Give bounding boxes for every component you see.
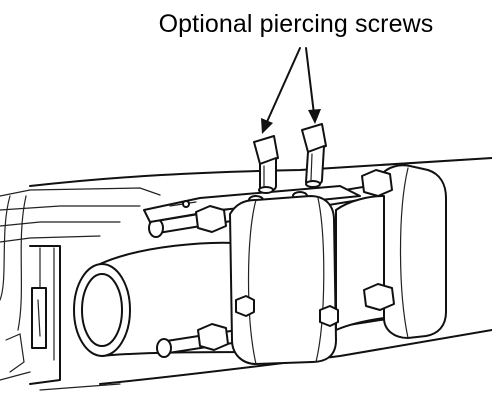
callout-label: Optional piercing screws — [158, 10, 434, 38]
callout-arrows — [261, 47, 321, 134]
piercing-screw-left — [253, 135, 279, 194]
hex-nuts — [195, 169, 395, 351]
support-frame — [0, 187, 161, 385]
piercing-screw-right — [301, 123, 327, 188]
clamp-band-left — [229, 195, 337, 365]
